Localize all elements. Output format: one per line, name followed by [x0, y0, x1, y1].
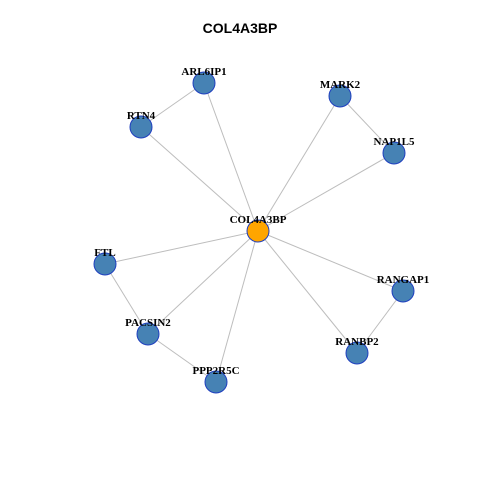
node-rtn4 [129, 115, 153, 139]
node-label-col4a3bp: COL4A3BP [230, 214, 287, 226]
edge-col4a3bp-rangap1 [257, 230, 404, 292]
edge-pacsin2-ppp2r5c [147, 333, 217, 383]
edge-rangap1-ranbp2 [356, 290, 404, 354]
node-label-ranbp2: RANBP2 [335, 336, 379, 348]
node-label-arl6ip1: ARL6IP1 [181, 66, 226, 78]
node-label-nap1l5: NAP1L5 [374, 136, 415, 148]
edge-col4a3bp-ftl [104, 230, 259, 265]
edge-col4a3bp-arl6ip1 [203, 82, 259, 232]
node-label-ppp2r5c: PPP2R5C [192, 365, 239, 377]
node-ranbp2 [345, 341, 369, 365]
edge-col4a3bp-mark2 [257, 95, 341, 232]
node-mark2 [328, 84, 352, 108]
edge-layer [104, 82, 404, 383]
edge-col4a3bp-nap1l5 [257, 152, 395, 232]
node-arl6ip1 [192, 71, 216, 95]
node-label-ftl: FTL [94, 247, 115, 259]
node-col4a3bp [246, 219, 270, 243]
node-ftl [93, 252, 117, 276]
node-nap1l5 [382, 141, 406, 165]
edge-col4a3bp-ppp2r5c [215, 230, 259, 383]
edge-col4a3bp-pacsin2 [147, 230, 259, 335]
diagram-title: COL4A3BP [202, 20, 278, 36]
node-layer [93, 71, 415, 394]
node-label-mark2: MARK2 [320, 79, 361, 91]
node-label-rangap1: RANGAP1 [377, 274, 430, 286]
edge-mark2-nap1l5 [339, 95, 395, 154]
node-pacsin2 [136, 322, 160, 346]
edge-arl6ip1-rtn4 [140, 82, 205, 128]
edge-ftl-pacsin2 [104, 263, 149, 335]
edge-col4a3bp-ranbp2 [257, 230, 358, 354]
edge-col4a3bp-rtn4 [140, 126, 259, 232]
node-label-pacsin2: PACSIN2 [125, 317, 171, 329]
node-label-rtn4: RTN4 [127, 110, 156, 122]
node-rangap1 [391, 279, 415, 303]
node-ppp2r5c [204, 370, 228, 394]
